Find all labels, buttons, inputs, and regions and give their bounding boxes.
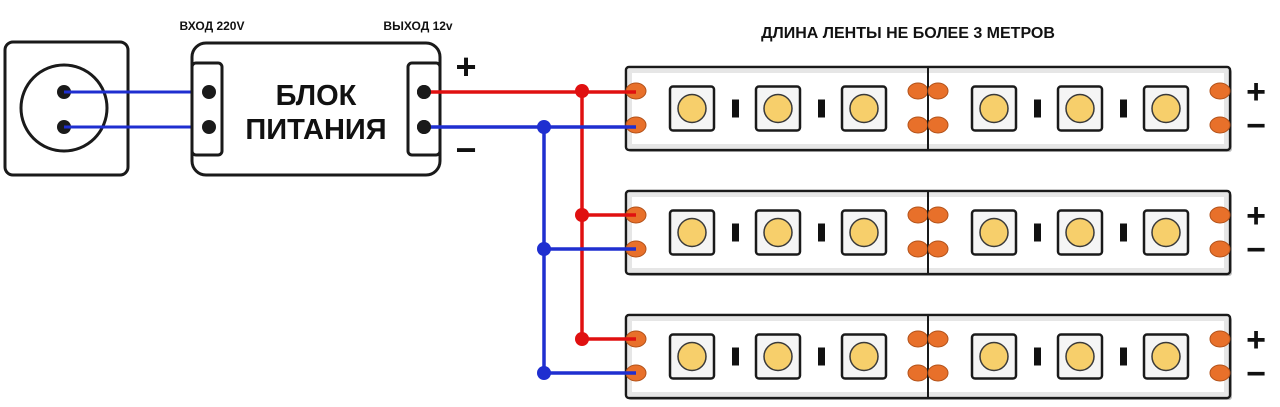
negative-junction [537, 242, 551, 256]
resistor [1120, 99, 1127, 118]
strip-plus-sign: + [1246, 73, 1266, 111]
led-chip [754, 209, 802, 256]
contact-pad [907, 330, 929, 348]
led-chip [1142, 333, 1190, 380]
contact-pad [1209, 206, 1231, 224]
led-emitter [1151, 341, 1181, 372]
contact-pad [927, 240, 949, 258]
resistor [1034, 99, 1041, 118]
led-emitter [677, 217, 707, 248]
contact-pad [907, 82, 929, 100]
led-chip [970, 333, 1018, 380]
led-strip-3: +− [624, 313, 1266, 400]
led-chip [840, 333, 888, 380]
psu-output-terminal [406, 61, 442, 157]
power-socket [3, 40, 130, 177]
wiring [417, 84, 636, 380]
contact-pad [1209, 82, 1231, 100]
led-emitter [1065, 93, 1095, 124]
strip-minus-sign: − [1246, 355, 1266, 393]
resistor [818, 99, 825, 118]
led-emitter [849, 217, 879, 248]
resistor [1120, 223, 1127, 242]
strip-minus-sign: − [1246, 231, 1266, 269]
strip-plus-sign: + [1246, 321, 1266, 359]
led-emitter [1065, 217, 1095, 248]
input-label: ВХОД 220V [180, 19, 245, 33]
contact-pad [1209, 240, 1231, 258]
led-chip [970, 209, 1018, 256]
led-chip [1056, 85, 1104, 132]
led-strips: +−+−+− [624, 65, 1266, 400]
led-emitter [1065, 341, 1095, 372]
output-label: ВЫХОД 12v [383, 19, 453, 33]
led-chip [668, 333, 716, 380]
contact-pad [907, 240, 929, 258]
contact-pad [927, 330, 949, 348]
led-chip [1056, 209, 1104, 256]
led-emitter [1151, 217, 1181, 248]
led-emitter [677, 341, 707, 372]
strip-plus-sign: + [1246, 197, 1266, 235]
led-strip-2: +− [624, 189, 1266, 276]
led-chip [1142, 209, 1190, 256]
led-emitter [849, 341, 879, 372]
psu-minus-terminal-dot [417, 120, 431, 134]
led-chip [668, 85, 716, 132]
psu-plus-sign: + [455, 46, 476, 87]
resistor [818, 347, 825, 366]
contact-pad [927, 82, 949, 100]
contact-pad [927, 116, 949, 134]
resistor [1034, 347, 1041, 366]
led-emitter [1151, 93, 1181, 124]
contact-pad [1209, 116, 1231, 134]
power-supply-block: БЛОК ПИТАНИЯ [190, 41, 442, 177]
led-chip [754, 333, 802, 380]
strip-minus-sign: − [1246, 107, 1266, 145]
psu-plus-terminal-dot [417, 85, 431, 99]
resistor [818, 223, 825, 242]
contact-pad [907, 364, 929, 382]
led-chip [754, 85, 802, 132]
positive-junction [575, 332, 589, 346]
psu-minus-sign: − [455, 129, 476, 170]
contact-pad [1209, 364, 1231, 382]
resistor [732, 99, 739, 118]
strip-length-title: ДЛИНА ЛЕНТЫ НЕ БОЛЕЕ 3 МЕТРОВ [761, 25, 1055, 42]
psu-input-terminal [190, 61, 224, 157]
led-chip [840, 85, 888, 132]
led-emitter [849, 93, 879, 124]
psu-label-line2: ПИТАНИЯ [245, 114, 386, 146]
positive-junction [575, 208, 589, 222]
led-emitter [763, 341, 793, 372]
contact-pad [927, 206, 949, 224]
resistor [732, 347, 739, 366]
contact-pad [907, 116, 929, 134]
led-emitter [979, 93, 1009, 124]
resistor [1120, 347, 1127, 366]
led-emitter [763, 217, 793, 248]
led-chip [668, 209, 716, 256]
led-emitter [979, 341, 1009, 372]
led-emitter [677, 93, 707, 124]
led-emitter [979, 217, 1009, 248]
led-chip [970, 85, 1018, 132]
led-chip [1142, 85, 1190, 132]
contact-pad [625, 116, 647, 134]
led-chip [1056, 333, 1104, 380]
negative-junction [537, 120, 551, 134]
contact-pad [1209, 330, 1231, 348]
negative-junction [537, 366, 551, 380]
led-strip-1: +− [624, 65, 1266, 152]
positive-junction [575, 84, 589, 98]
psu-label-line1: БЛОК [276, 80, 357, 112]
led-emitter [763, 93, 793, 124]
resistor [1034, 223, 1041, 242]
resistor [732, 223, 739, 242]
contact-pad [907, 206, 929, 224]
contact-pad [927, 364, 949, 382]
led-chip [840, 209, 888, 256]
